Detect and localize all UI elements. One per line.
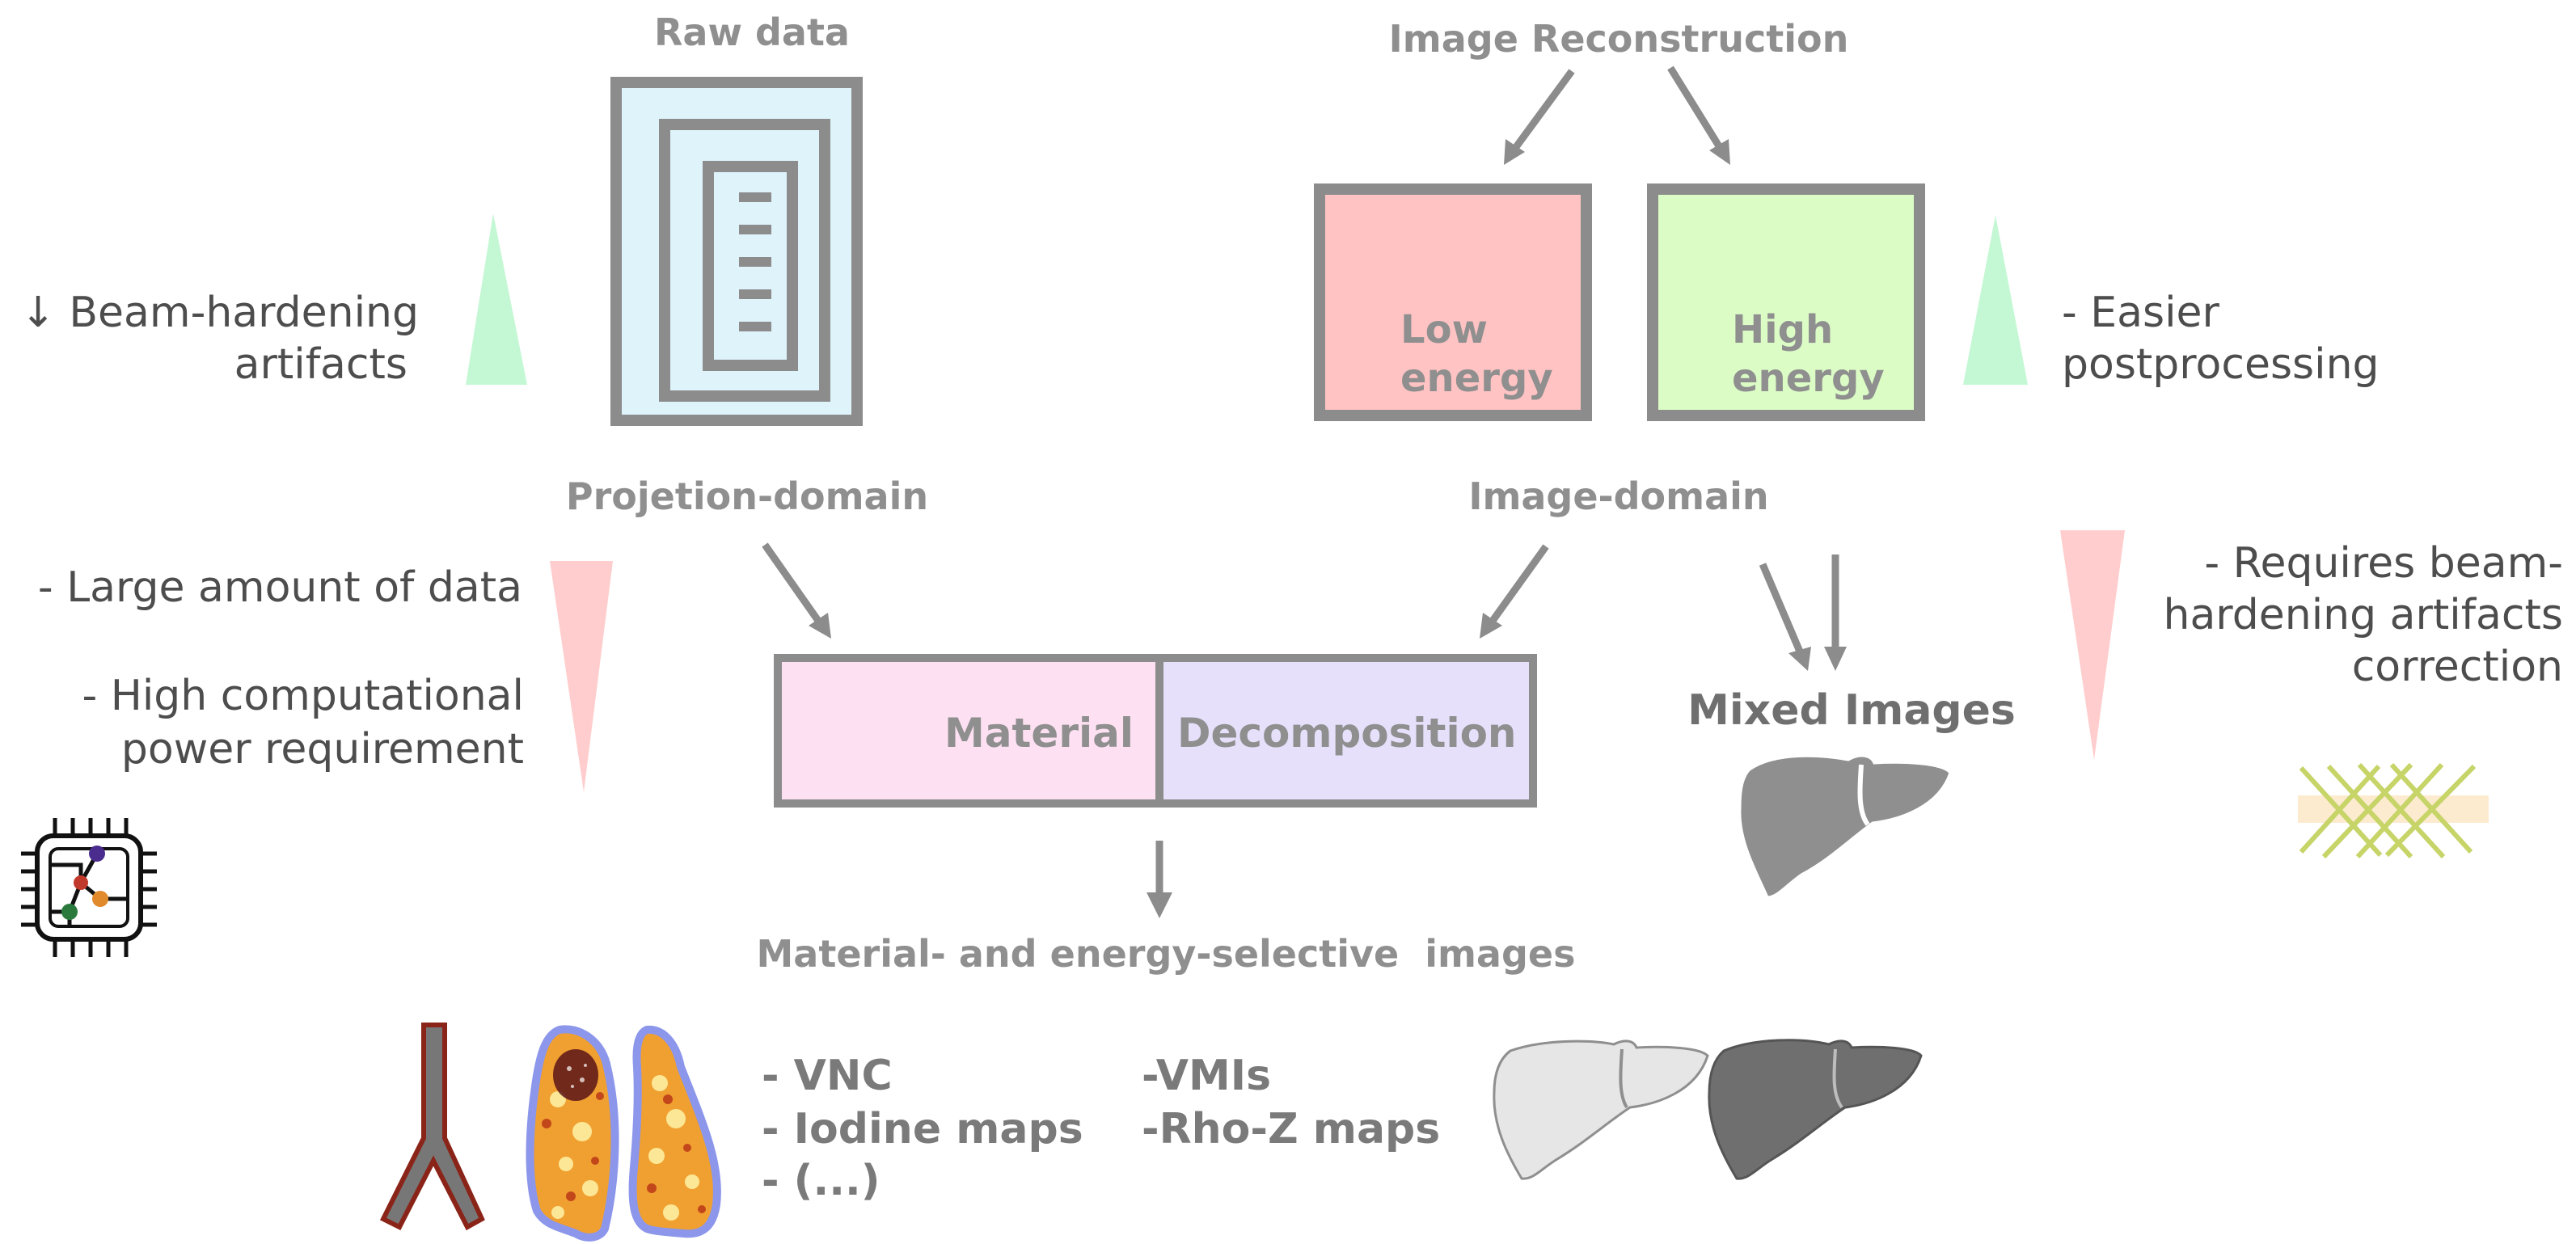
output-list-rhoz: -Rho-Z maps [1142, 1105, 1440, 1153]
output-title: Material- and energy-selective images [757, 932, 1576, 976]
decomposition-box [1155, 654, 1537, 808]
high-energy-box [1647, 183, 1925, 421]
material-label: Material [944, 710, 1134, 757]
reconstruction-arrows [1504, 65, 1730, 165]
image-domain-label: Image-domain [1468, 474, 1768, 518]
output-list-more: - (...) [762, 1157, 880, 1205]
projection-cons-line3: power requirement [121, 725, 524, 774]
raw-data-title: Raw data [654, 11, 850, 54]
output-list-vmis: -VMIs [1142, 1052, 1271, 1100]
output-liver-dark-icon [1708, 1039, 1923, 1180]
beam-hardening-artifact-icon [2298, 762, 2489, 859]
output-liver-light-icon [1493, 1039, 1709, 1180]
output-list-iodine: - Iodine maps [762, 1105, 1083, 1153]
mixed-images-liver-icon [1738, 754, 1952, 899]
domain-to-decomposition-arrows [762, 542, 1549, 639]
image-cons-line2: hardening artifacts [2163, 591, 2563, 639]
projection-pros-line1: ↓ Beam-hardening [20, 289, 419, 337]
projection-pros-triangle [466, 213, 527, 385]
projection-pros-line2: artifacts [234, 340, 408, 389]
output-list-vnc: - VNC [762, 1052, 893, 1100]
image-pros-triangle [1963, 215, 2028, 385]
projection-domain-label: Projetion-domain [566, 474, 928, 518]
high-energy-label-line2: energy [1732, 356, 1885, 401]
vessel-icon [379, 1023, 485, 1231]
image-reconstruction-title: Image Reconstruction [1389, 17, 1849, 61]
low-energy-label-line2: energy [1400, 356, 1553, 401]
image-cons-line1: - Requires beam- [2204, 539, 2563, 588]
high-energy-label-line1: High [1732, 307, 1833, 352]
low-energy-label-line1: Low [1400, 307, 1488, 352]
projection-cons-triangle [550, 561, 613, 792]
image-pros-line1: - Easier [2062, 289, 2220, 337]
decomposition-label: Decomposition [1177, 710, 1517, 757]
mixed-images-arrows [1759, 555, 1847, 671]
raw-data-icon [610, 77, 863, 426]
projection-cons-line1: - Large amount of data [38, 563, 522, 612]
decomposition-output-arrow [1147, 841, 1172, 918]
processor-chip-icon [21, 818, 157, 957]
image-pros-line2: postprocessing [2062, 340, 2380, 389]
image-cons-line3: correction [2352, 643, 2563, 691]
image-cons-triangle [2060, 530, 2125, 760]
lungs-iodine-map-icon [526, 1025, 721, 1242]
mixed-images-label: Mixed Images [1687, 686, 2016, 735]
projection-cons-line2: - High computational [82, 672, 524, 720]
low-energy-box [1314, 183, 1592, 421]
